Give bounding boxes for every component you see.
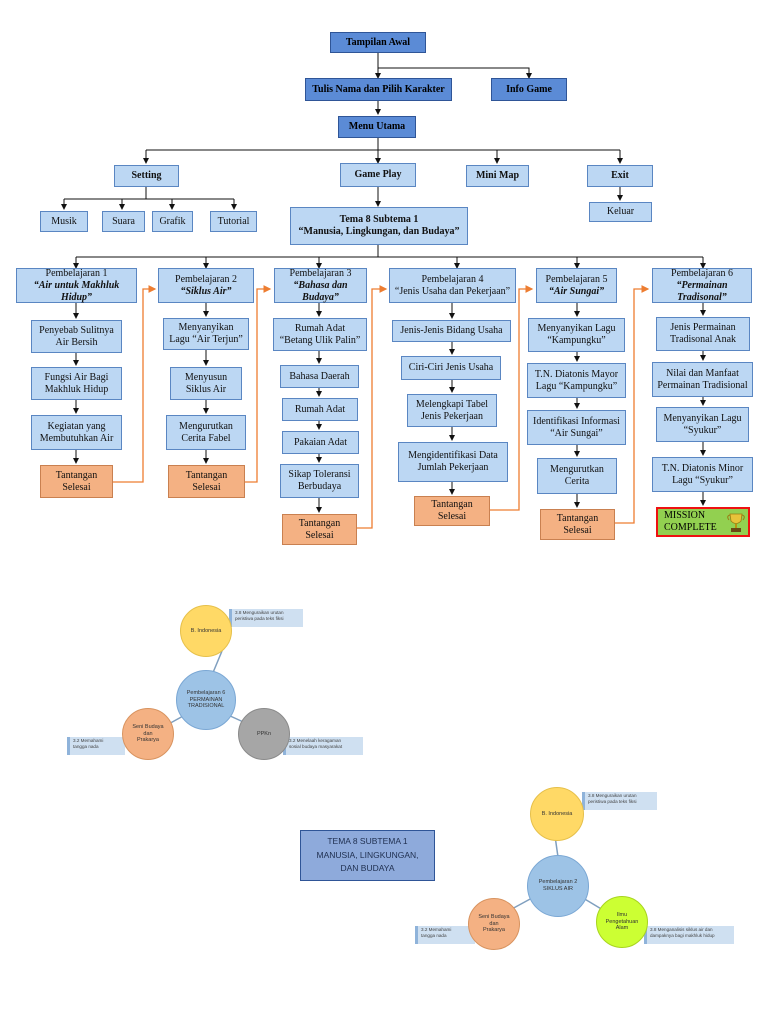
lesson-4-header: Pembelajaran 4 “Jenis Usaha dan Pekerjaa… xyxy=(389,268,516,303)
lesson-4-step-2: Ciri-Ciri Jenis Usaha xyxy=(401,356,501,380)
tema-title: Tema 8 Subtema 1 xyxy=(339,214,419,225)
lesson-4-title: Pembelajaran 4 xyxy=(421,273,484,285)
mm2-right-note: 3.8 Menganalisis siklus air dan dampakny… xyxy=(644,926,734,944)
mm2-right-circle: Ilmu Pengetahuan Alam xyxy=(596,896,648,948)
lesson-1-step-1: Penyebab Sulitnya Air Bersih xyxy=(31,320,122,353)
connector-l3-to-l4 xyxy=(357,285,388,529)
lesson-6-subtitle: “Permainan Tradisonal” xyxy=(676,279,728,303)
tema-subtema-box: TEMA 8 SUBTEMA 1 MANUSIA, LINGKUNGAN, DA… xyxy=(300,830,435,881)
mm2-center-circle: Pembelajaran 2 SIKLUS AIR xyxy=(527,855,589,917)
lesson-2-subtitle: “Siklus Air” xyxy=(180,285,232,297)
gameplay-box: Game Play xyxy=(340,163,416,187)
lesson-5-step-2: T.N. Diatonis Mayor Lagu “Kampungku” xyxy=(527,363,626,398)
tutorial-box: Tutorial xyxy=(210,211,257,232)
lesson-3-header: Pembelajaran 3 “Bahasa dan Budaya” xyxy=(274,268,367,303)
lesson-3-step-5: Sikap Toleransi Berbudaya xyxy=(280,464,359,498)
lesson-1-step-3: Kegiatan yang Membutuhkan Air xyxy=(31,415,122,450)
lesson-2-header: Pembelajaran 2 “Siklus Air” xyxy=(158,268,254,303)
lesson-3-step-2: Bahasa Daerah xyxy=(280,365,359,388)
lesson-2-step-2: Menyusun Siklus Air xyxy=(170,367,242,400)
lesson-5-step-3: Identifikasi Informasi “Air Sungai” xyxy=(527,410,626,445)
lesson-5-step-4: Mengurutkan Cerita xyxy=(537,458,617,494)
lesson-4-challenge: Tantangan Selesai xyxy=(414,496,490,526)
start-screen-box: Tampilan Awal xyxy=(330,32,426,53)
mm2-top-note: 3.8 Menguraikan urutan peristiwa pada te… xyxy=(582,792,657,810)
minimap-box: Mini Map xyxy=(466,165,529,187)
lesson-6-header: Pembelajaran 6 “Permainan Tradisonal” xyxy=(652,268,752,303)
lesson-4-step-4: Mengidentifikasi Data Jumlah Pekerjaan xyxy=(398,442,508,482)
main-menu-box: Menu Utama xyxy=(338,116,416,138)
info-game-box: Info Game xyxy=(491,78,567,101)
lesson-1-header: Pembelajaran 1 “Air untuk Makhluk Hidup” xyxy=(16,268,137,303)
suara-box: Suara xyxy=(102,211,145,232)
connector-l4-to-l5 xyxy=(490,285,534,511)
lesson-6-step-4: T.N. Diatonis Minor Lagu “Syukur” xyxy=(652,457,753,492)
setting-box: Setting xyxy=(114,165,179,187)
arrow-title-to-info xyxy=(378,67,532,79)
lesson-1-challenge: Tantangan Selesai xyxy=(40,465,113,498)
lesson-5-subtitle: “Air Sungai” xyxy=(548,285,605,297)
mm1-top-circle: B. Indonesia xyxy=(180,605,232,657)
lesson-4-subtitle: “Jenis Usaha dan Pekerjaan” xyxy=(394,285,511,297)
lesson-5-step-1: Menyanyikan Lagu “Kampungku” xyxy=(528,318,625,352)
lesson-6-title: Pembelajaran 6 xyxy=(671,267,733,279)
mm1-right-note: 3.2 Menelaah keragaman sosial budaya mas… xyxy=(283,737,363,755)
lesson-1-step-2: Fungsi Air Bagi Makhluk Hidup xyxy=(31,367,122,400)
connector-l5-to-l6 xyxy=(615,285,650,524)
tema-box: Tema 8 Subtema 1 “Manusia, Lingkungan, d… xyxy=(290,207,468,245)
connector-l2-to-l3 xyxy=(245,285,272,483)
mission-complete-label: MISSION COMPLETE xyxy=(664,510,717,533)
lesson-5-header: Pembelajaran 5 “Air Sungai” xyxy=(536,268,617,303)
lesson-3-title: Pembelajaran 3 xyxy=(289,267,352,279)
lesson-2-step-1: Menyanyikan Lagu “Air Terjun” xyxy=(163,318,249,350)
tema-subtitle: “Manusia, Lingkungan, dan Budaya” xyxy=(298,226,460,237)
mm1-left-note: 3.2 Memahami tangga nada xyxy=(67,737,125,755)
mission-complete-box: MISSION COMPLETE xyxy=(656,507,750,537)
lesson-3-challenge: Tantangan Selesai xyxy=(282,514,357,545)
lesson-1-subtitle: “Air untuk Makhluk Hidup” xyxy=(33,279,120,303)
lesson-6-step-3: Menyanyikan Lagu “Syukur” xyxy=(656,407,749,442)
grafik-box: Grafik xyxy=(152,211,193,232)
trophy-icon xyxy=(727,513,745,532)
lesson-5-title: Pembelajaran 5 xyxy=(545,273,608,285)
lesson-1-title: Pembelajaran 1 xyxy=(45,267,108,279)
mm2-left-circle: Seni Budaya dan Prakarya xyxy=(468,898,520,950)
lesson-6-step-1: Jenis Permainan Tradisonal Anak xyxy=(656,317,750,351)
name-character-box: Tulis Nama dan Pilih Karakter xyxy=(305,78,452,101)
lesson-3-step-1: Rumah Adat “Betang Ulik Palin” xyxy=(273,318,367,351)
lesson-2-step-3: Mengurutkan Cerita Fabel xyxy=(166,415,246,450)
connector-l1-to-l2 xyxy=(113,285,157,483)
lesson-3-step-4: Pakaian Adat xyxy=(282,431,359,454)
keluar-box: Keluar xyxy=(589,202,652,222)
lesson-2-title: Pembelajaran 2 xyxy=(175,273,237,285)
mm2-top-circle: B. Indonesia xyxy=(530,787,584,841)
mm1-left-circle: Seni Budaya dan Prakarya xyxy=(122,708,174,760)
lesson-4-step-3: Melengkapi Tabel Jenis Pekerjaan xyxy=(407,394,497,427)
mm1-center-circle: Pembelajaran 6 PERMAINAN TRADISIONAL xyxy=(176,670,236,730)
mm1-top-note: 3.8 Menguraikan urutan peristiwa pada te… xyxy=(229,609,303,627)
lesson-2-challenge: Tantangan Selesai xyxy=(168,465,245,498)
mm2-left-note: 3.2 Memahami tangga nada xyxy=(415,926,475,944)
musik-box: Musik xyxy=(40,211,88,232)
exit-box: Exit xyxy=(587,165,653,187)
lesson-3-subtitle: “Bahasa dan Budaya” xyxy=(293,279,348,303)
mm1-right-circle: PPKn xyxy=(238,708,290,760)
lesson-3-step-3: Rumah Adat xyxy=(282,398,358,421)
lesson-6-step-2: Nilai dan Manfaat Permainan Tradisional xyxy=(652,362,753,397)
lesson-5-challenge: Tantangan Selesai xyxy=(540,509,615,540)
lesson-4-step-1: Jenis-Jenis Bidang Usaha xyxy=(392,320,511,342)
